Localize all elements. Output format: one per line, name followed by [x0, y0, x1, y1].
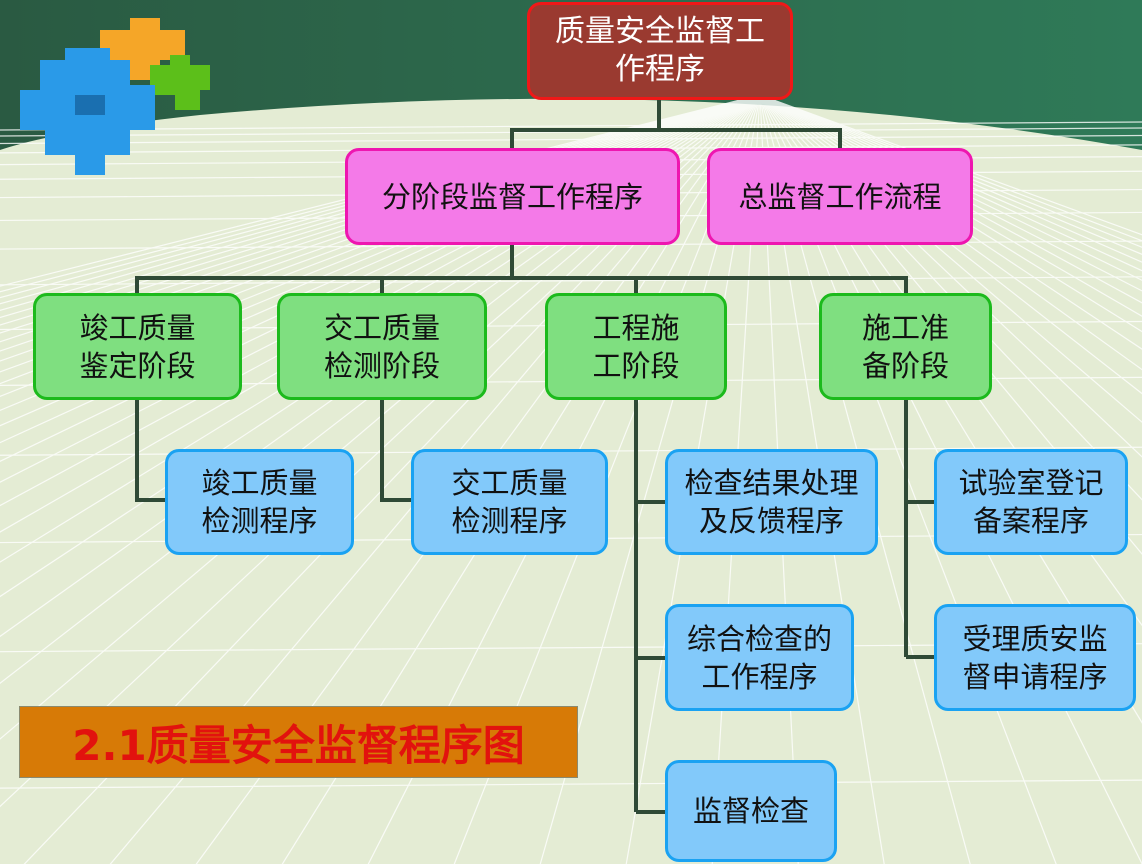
node-handover-test-procedure: 交工质量 检测程序 [411, 449, 608, 555]
node-label: 监督检查 [692, 794, 809, 828]
node-application-acceptance: 受理质安监 督申请程序 [934, 604, 1136, 711]
node-result-feedback-procedure: 检查结果处理 及反馈程序 [665, 449, 878, 555]
node-label: 受理质安监 督申请程序 [962, 621, 1108, 694]
node-label: 试验室登记 备案程序 [958, 466, 1104, 538]
node-label: 施工准 备阶段 [861, 310, 949, 383]
node-label: 检查结果处理 及反馈程序 [684, 466, 859, 538]
node-label: 竣工质量 鉴定阶段 [79, 310, 196, 383]
node-label: 分阶段监督工作程序 [381, 179, 643, 214]
node-label: 交工质量 检测阶段 [323, 310, 440, 383]
node-supervision-inspection: 监督检查 [665, 760, 837, 862]
node-lab-registration: 试验室登记 备案程序 [934, 449, 1128, 555]
puzzle-cubes-decoration [20, 18, 210, 175]
node-construction-stage: 工程施 工阶段 [545, 293, 727, 400]
node-label: 竣工质量 检测程序 [201, 466, 318, 538]
node-label: 交工质量 检测程序 [451, 466, 568, 538]
node-completion-stage: 竣工质量 鉴定阶段 [33, 293, 242, 400]
node-comprehensive-inspection: 综合检查的 工作程序 [665, 604, 854, 711]
node-handover-stage: 交工质量 检测阶段 [277, 293, 487, 400]
node-label: 总监督工作流程 [738, 179, 942, 214]
node-completion-test-procedure: 竣工质量 检测程序 [165, 449, 354, 555]
node-general-supervision-flow: 总监督工作流程 [707, 148, 973, 245]
node-preparation-stage: 施工准 备阶段 [819, 293, 992, 400]
diagram-caption: 2.1质量安全监督程序图 [19, 706, 578, 778]
root-node-quality-safety-procedure: 质量安全监督工 作程序 [527, 2, 793, 100]
node-staged-supervision: 分阶段监督工作程序 [345, 148, 680, 245]
node-label: 综合检查的 工作程序 [686, 621, 832, 694]
node-label: 工程施 工阶段 [592, 310, 680, 383]
node-label: 质量安全监督工 作程序 [555, 14, 765, 87]
